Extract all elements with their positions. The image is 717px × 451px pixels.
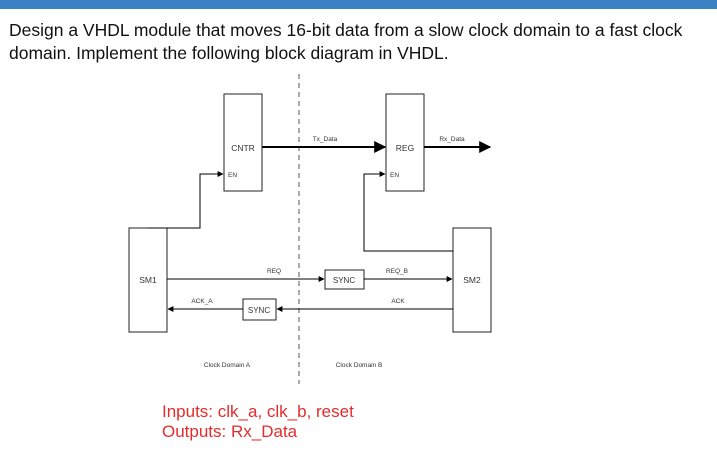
top-accent-bar (0, 0, 717, 9)
sync-ack-label: SYNC (248, 306, 270, 315)
reg-en-label: EN (390, 172, 399, 179)
sm2-to-reg-en-wire (363, 171, 453, 252)
sync-req-label: SYNC (333, 276, 355, 285)
cntr-en-label: EN (228, 172, 237, 179)
question-text: Design a VHDL module that moves 16-bit d… (9, 19, 699, 65)
ack-label: ACK (391, 298, 405, 305)
rx-data-label: Rx_Data (439, 136, 465, 143)
req-b-label: REQ_B (386, 268, 408, 275)
question-line-1: Design a VHDL module that moves 16-bit d… (9, 20, 683, 40)
cntr-label: CNTR (231, 143, 255, 153)
sm2-block (452, 227, 492, 333)
sm1-label: SM1 (139, 275, 157, 285)
io-summary: Inputs: clk_a, clk_b, reset Outputs: Rx_… (162, 402, 354, 442)
sm2-label: SM2 (463, 275, 481, 285)
clock-domain-b-label: Clock Domain B (336, 362, 383, 369)
sm1-to-cntr-en-wire (148, 171, 224, 229)
cntr-block (223, 93, 263, 192)
reg-block (385, 93, 425, 192)
outputs-line: Outputs: Rx_Data (162, 422, 298, 441)
ack-a-label: ACK_A (191, 298, 213, 305)
clock-domain-a-label: Clock Domain A (204, 362, 251, 369)
inputs-line: Inputs: clk_a, clk_b, reset (162, 402, 354, 421)
question-line-2: domain. Implement the following block di… (9, 43, 449, 63)
tx-data-label: Tx_Data (313, 136, 338, 143)
req-label: REQ (267, 268, 281, 275)
reg-label: REG (396, 143, 414, 153)
